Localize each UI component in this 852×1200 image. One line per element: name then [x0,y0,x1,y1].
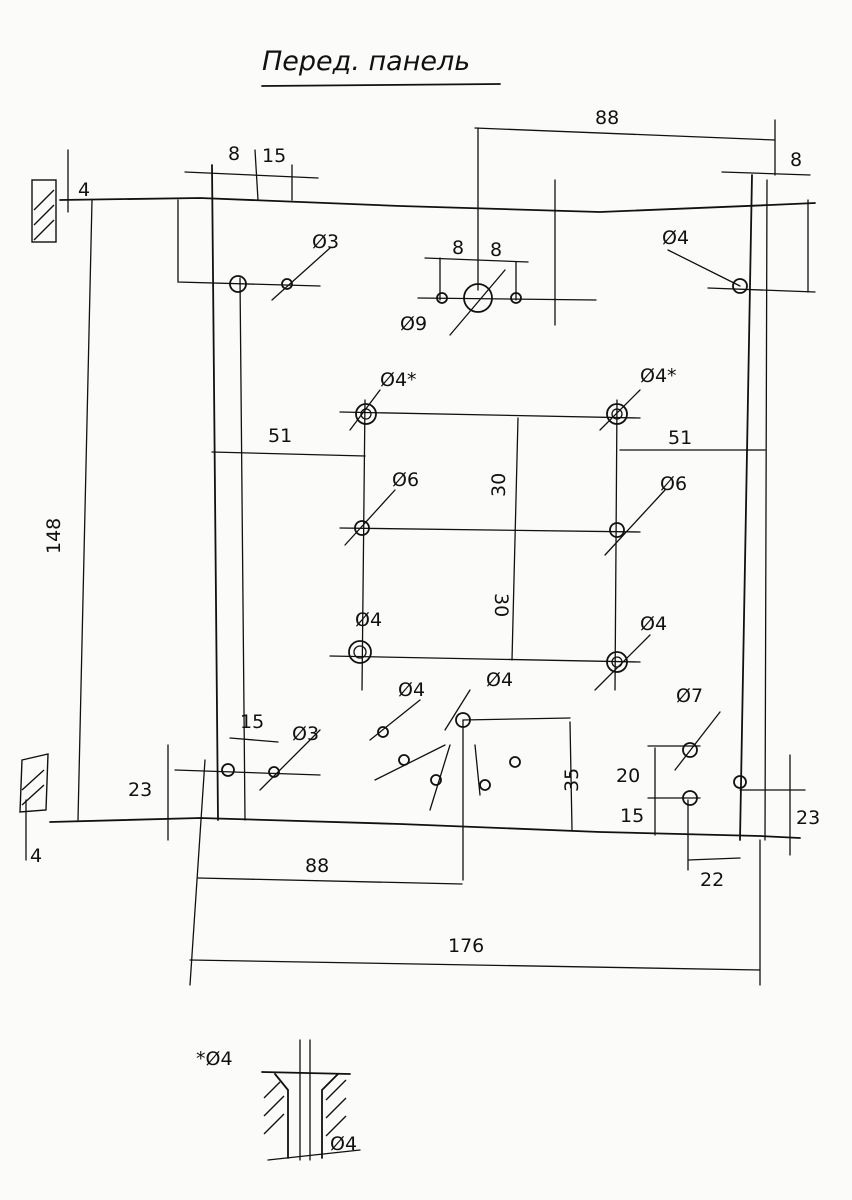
svg-text:Ø4: Ø4 [640,613,667,635]
svg-text:Ø4: Ø4 [662,227,689,249]
speaker-hole-pattern: Ø4 Ø4 35 [369,669,583,881]
dim-left-4: 4 4 [25,149,90,867]
svg-text:22: 22 [700,869,724,891]
svg-text:51: 51 [268,425,292,447]
bottom-right-holes: Ø7 20 15 22 23 [616,685,820,891]
title-text: Перед. панель [262,46,470,77]
svg-text:15: 15 [262,145,286,167]
dim-top-left: 8 15 [184,143,319,201]
hatched-wall-bottom [19,753,49,813]
svg-text:4: 4 [78,179,90,201]
svg-text:Ø4*: Ø4* [640,365,677,387]
svg-text:176: 176 [448,935,484,957]
countersink-detail: *Ø4 Ø4 [196,1039,361,1161]
dim-height-148: 148 [43,199,93,821]
detail-label: *Ø4 [196,1048,233,1070]
svg-text:4: 4 [30,845,42,867]
dim-top-right-8: 8 [721,149,811,176]
svg-text:30: 30 [488,473,510,497]
drawing-title: Перед. панель [261,46,501,87]
dim-bottom: 88 176 [189,855,761,971]
svg-text:Ø9: Ø9 [400,313,427,335]
svg-text:15: 15 [620,805,644,827]
svg-text:23: 23 [128,779,152,801]
svg-text:Ø3: Ø3 [312,231,339,253]
svg-text:Ø4: Ø4 [398,679,425,701]
hatched-wall-top [31,179,57,243]
svg-text:Ø4: Ø4 [330,1133,357,1155]
svg-text:8: 8 [228,143,240,165]
svg-text:Ø6: Ø6 [392,469,419,491]
svg-text:51: 51 [668,427,692,449]
svg-text:30: 30 [490,593,512,617]
top-right-hole: Ø4 [662,199,816,294]
svg-text:15: 15 [240,711,264,733]
svg-text:88: 88 [305,855,329,877]
svg-text:Ø4: Ø4 [486,669,513,691]
center-grid: 30 30 [329,399,641,691]
svg-text:Ø3: Ø3 [292,723,319,745]
top-center-holes: 8 8 Ø9 [400,179,597,336]
svg-text:148: 148 [43,518,65,554]
svg-text:23: 23 [796,807,820,829]
dim-top-88-label: 88 [595,107,619,129]
bottom-left-holes: 15 Ø3 23 [128,711,321,841]
svg-text:Ø6: Ø6 [660,473,687,495]
svg-text:Ø4: Ø4 [355,609,382,631]
svg-text:8: 8 [452,237,464,259]
panel-outline [49,164,816,986]
svg-text:35: 35 [561,768,583,792]
dim-51: 51 51 [211,425,766,457]
svg-text:Ø7: Ø7 [676,685,703,707]
svg-text:8: 8 [790,149,802,171]
grid-holes: Ø4* Ø4* Ø6 Ø6 Ø4 Ø4 [344,365,687,691]
svg-text:Ø4*: Ø4* [380,369,417,391]
svg-text:8: 8 [490,239,502,261]
dim-top-88: 88 [474,107,776,291]
svg-text:20: 20 [616,765,640,787]
top-left-holes: Ø3 [177,199,339,301]
